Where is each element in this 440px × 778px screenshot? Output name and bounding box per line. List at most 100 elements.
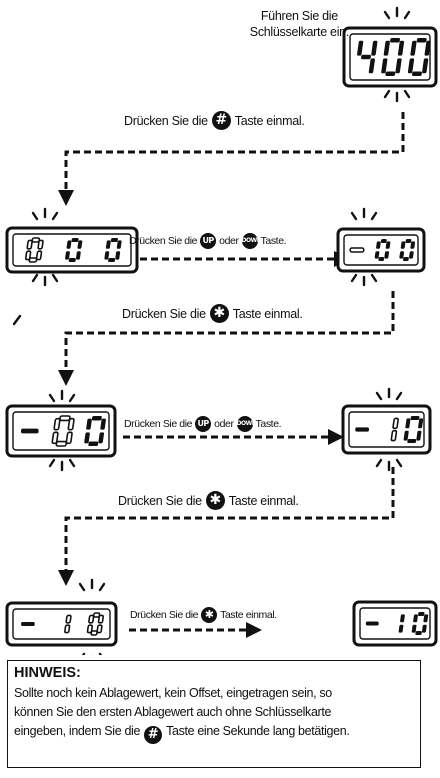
hint-heading: HINWEIS: — [14, 665, 81, 681]
lcd-segment — [418, 612, 425, 616]
lcd-inner-frame — [349, 33, 431, 81]
lcd-display-7 — [352, 600, 438, 647]
up-key-icon: UP — [200, 233, 217, 249]
blink-bottom-d1 — [383, 89, 411, 103]
blink-bottom-d5 — [375, 458, 403, 472]
lcd-segment — [422, 58, 429, 74]
lcd-display-2 — [5, 226, 139, 274]
lcd-segment — [88, 614, 95, 624]
lcd-segment — [64, 624, 71, 634]
lcd-inner-frame — [348, 411, 425, 448]
blink-marks — [8, 6, 411, 655]
lcd-digit — [51, 415, 75, 447]
lcd-segment — [398, 624, 404, 633]
lcd-displays — [5, 26, 438, 647]
lcd-segment — [397, 40, 405, 56]
lcd-segment — [423, 614, 429, 623]
lcd-segment — [416, 430, 422, 441]
lcd-segment — [380, 239, 387, 243]
blink-top-d2 — [31, 207, 59, 221]
step-1-post: Taste einmal. — [234, 113, 305, 128]
lcd-segment — [71, 238, 79, 242]
lcd-segment — [407, 438, 417, 443]
lcd-segment — [412, 71, 422, 76]
lcd-segment — [405, 239, 412, 243]
down-key-icon: DOWN — [241, 233, 262, 249]
lcd-segment — [105, 240, 111, 249]
blink-bottom-d4 — [48, 458, 76, 472]
lcd-segment — [400, 241, 406, 249]
blink-top-d6 — [78, 578, 106, 592]
lcd-digit — [411, 612, 429, 635]
lcd-segment — [407, 58, 415, 74]
lcd-segment — [357, 40, 364, 56]
lcd-segment — [416, 38, 427, 43]
lcd-frame — [5, 404, 117, 458]
lcd-segment — [115, 251, 121, 260]
lcd-segment — [381, 58, 388, 74]
lcd-segment — [413, 614, 418, 623]
step-4-post: Taste. — [255, 418, 282, 430]
lcd-inner-frame — [343, 234, 419, 266]
lcd-segment — [86, 418, 92, 430]
lcd-segment — [403, 257, 409, 261]
lcd-minus-segment — [21, 428, 39, 434]
lcd-segment — [410, 40, 417, 56]
lcd-segment — [65, 614, 72, 624]
lcd-digit — [84, 416, 106, 447]
star-key-icon: ✱ — [209, 304, 229, 323]
lcd-segment — [424, 40, 431, 56]
lcd-segment — [51, 431, 59, 445]
lcd-segment — [376, 241, 381, 249]
lcd-segment — [415, 631, 422, 635]
lcd-segment — [378, 257, 385, 261]
lcd-segment — [383, 40, 390, 56]
lcd-digit — [357, 40, 378, 74]
intro-line-1: Führen Sie die — [260, 9, 338, 23]
lcd-segment — [77, 240, 83, 249]
lcd-segment — [400, 614, 405, 623]
lcd-segment — [97, 614, 105, 624]
lcd-segment — [409, 251, 414, 259]
hint-box: HINWEIS: Sollte noch kein Ablagewert, ke… — [7, 660, 421, 768]
lcd-segment — [110, 238, 118, 242]
step-2-post: Taste. — [260, 235, 287, 247]
lcd-segment — [53, 417, 61, 431]
blink-bottom-d2 — [31, 273, 59, 287]
step-4-pre: Drücken Sie die — [124, 418, 193, 430]
lcd-digit — [398, 614, 405, 633]
hint-line-3b: Taste eine Sekunde lang betätigen. — [166, 724, 350, 738]
hash-key-icon: # — [211, 111, 231, 130]
lcd-segment — [24, 250, 32, 261]
lcd-digit — [399, 239, 416, 261]
lcd-minus-segment — [21, 622, 35, 626]
down-key-icon: DOWN — [236, 416, 257, 432]
lcd-digit — [24, 237, 44, 263]
blink-top-d5 — [375, 387, 403, 401]
lcd-digit — [104, 238, 122, 262]
step-5-post: Taste einmal. — [228, 493, 299, 508]
lcd-frame — [336, 227, 426, 273]
lcd-segment — [98, 432, 105, 444]
hint-line-1: Sollte noch kein Ablagewert, kein Offset… — [14, 686, 332, 700]
lcd-digit — [381, 38, 405, 76]
blink-bottom-d6 — [81, 652, 103, 655]
flow-connector-1 — [64, 112, 405, 190]
step-6-post: Taste einmal. — [220, 609, 277, 621]
lcd-segment — [35, 250, 43, 261]
arrowhead-right-2 — [328, 429, 344, 445]
step-5-label: Drücken Sie die ✱ Taste einmal. — [118, 491, 299, 510]
flow-lines — [64, 112, 405, 632]
lcd-segment — [399, 251, 405, 259]
lcd-segment — [374, 251, 380, 259]
lcd-segment — [403, 430, 409, 441]
step-3-post: Taste einmal. — [232, 306, 303, 321]
lcd-display-4 — [5, 404, 117, 458]
lcd-segment — [108, 258, 116, 262]
lcd-segment — [86, 624, 94, 634]
step-6-label: Drücken Sie die ✱ Taste einmal. — [130, 607, 277, 623]
lcd-digit — [390, 417, 399, 442]
lcd-segment — [405, 418, 411, 429]
lcd-segment — [361, 54, 371, 60]
lcd-segment — [91, 416, 102, 421]
